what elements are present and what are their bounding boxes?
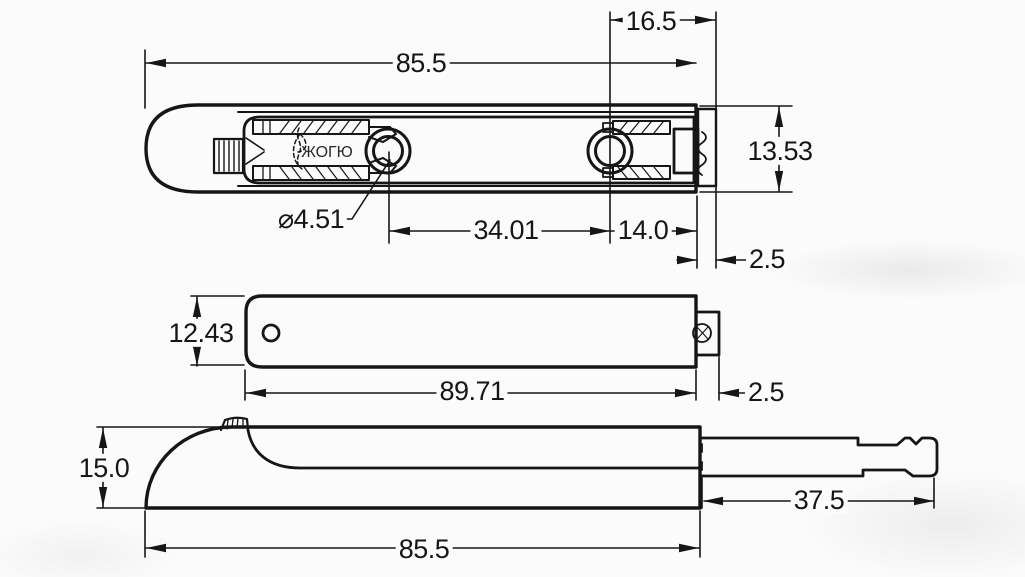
ribbed-connector xyxy=(212,137,245,175)
nub-spring-detail xyxy=(692,323,712,343)
bottom-view-arrowheads xyxy=(98,428,934,553)
latch-arms xyxy=(245,119,397,181)
guide-bars xyxy=(602,120,671,180)
dim-top-hole-diameter: ⌀4.51 xyxy=(274,204,348,233)
mold-stamp-text: ЖОГЮ xyxy=(301,144,353,161)
mounting-hole-left xyxy=(364,127,412,175)
dim-bottom-overall-length: 85.5 xyxy=(395,534,453,563)
dim-mid-body-length: 89.71 xyxy=(436,376,508,405)
dim-top-body-width: 13.53 xyxy=(744,136,816,165)
dim-top-hole-to-end: 14.0 xyxy=(614,215,672,244)
dim-top-cap-protrusion: 2.5 xyxy=(745,244,789,273)
dim-top-hole-spacing: 34.01 xyxy=(470,215,542,244)
grip-nub xyxy=(219,416,250,432)
pin-hole xyxy=(261,323,281,343)
dim-top-cap-offset: 16.5 xyxy=(622,6,680,35)
middle-view-body-outline xyxy=(244,294,698,369)
dim-mid-button-protrusion: 2.5 xyxy=(744,377,788,406)
dim-mid-height: 12.43 xyxy=(165,318,237,347)
dim-top-overall-length: 85.5 xyxy=(392,48,450,77)
dim-bottom-plunger-extension: 37.5 xyxy=(790,485,848,514)
bottom-view-body-outline xyxy=(144,425,702,510)
top-view-body-outline xyxy=(144,103,698,194)
top-view xyxy=(144,11,793,269)
plunger-rod xyxy=(698,436,939,478)
spring-button xyxy=(697,131,707,176)
heart-cam-trace xyxy=(292,127,307,170)
middle-view-arrowheads xyxy=(192,297,739,398)
push-button-nub xyxy=(694,310,721,357)
dim-bottom-height: 15.0 xyxy=(75,453,133,482)
body-scoop-line xyxy=(246,428,702,470)
